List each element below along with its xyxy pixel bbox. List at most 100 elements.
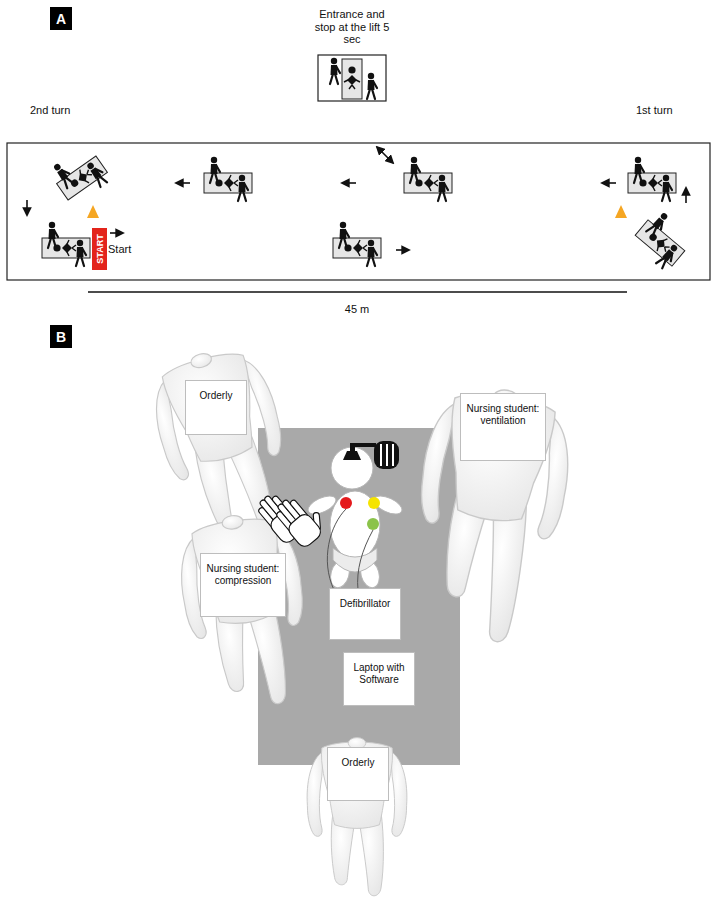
stretcher-team xyxy=(333,222,381,266)
direction-arrow xyxy=(176,182,190,184)
walker-silhouette xyxy=(367,248,377,266)
patient-icon xyxy=(348,66,355,73)
stretcher-team xyxy=(635,220,685,266)
patient-icon xyxy=(424,178,434,188)
device-tag: Defibrillator xyxy=(329,588,401,640)
dimension-label: 45 m xyxy=(345,303,369,316)
walker-silhouette xyxy=(368,240,374,246)
walker-silhouette xyxy=(663,175,669,181)
node-text: Nursing student: ventilation xyxy=(464,403,542,427)
stretcher-team xyxy=(42,222,90,266)
node-text: Orderly xyxy=(331,757,385,769)
walker-silhouette xyxy=(339,230,349,248)
node-text: Laptop with Software xyxy=(347,662,411,686)
walker-silhouette xyxy=(52,161,75,188)
walker-silhouette xyxy=(76,240,86,266)
mannequin-figure xyxy=(391,751,407,836)
ventilation-bag xyxy=(350,443,376,447)
walker-silhouette xyxy=(331,58,337,64)
walker-silhouette xyxy=(411,157,417,163)
mannequin-figure xyxy=(416,400,456,524)
patient-icon xyxy=(229,175,238,191)
patient-icon xyxy=(344,80,360,89)
direction-arrow xyxy=(685,188,687,203)
node-text: Nursing student: compression xyxy=(204,563,282,587)
hand-outline xyxy=(272,488,331,549)
node-text: Orderly xyxy=(189,390,243,402)
walker-silhouette xyxy=(635,157,641,163)
ventilation-bag xyxy=(374,441,399,469)
mannequin-figure xyxy=(438,389,556,526)
walker-silhouette xyxy=(410,165,420,183)
walker-silhouette xyxy=(439,175,445,181)
patient-icon xyxy=(429,175,438,191)
route-note: Entrance and stop at the lift 5 sec xyxy=(310,8,394,46)
stretcher-team xyxy=(47,143,112,207)
stretcher-team xyxy=(204,157,252,201)
infant-manikin xyxy=(330,491,380,559)
lift-box xyxy=(344,66,360,89)
walker-silhouette xyxy=(634,157,644,183)
lift-box xyxy=(342,59,362,99)
walker-silhouette xyxy=(211,157,217,163)
stretcher-team xyxy=(630,208,695,273)
hand-outline xyxy=(286,511,324,549)
walker-silhouette xyxy=(662,175,672,201)
lift-box xyxy=(318,55,386,101)
patient-icon xyxy=(648,178,658,188)
walker-silhouette xyxy=(49,222,55,228)
walker-silhouette xyxy=(340,222,346,228)
ventilation-bag xyxy=(386,444,388,466)
stretcher-team xyxy=(404,157,452,201)
direction-arrow xyxy=(396,249,409,251)
panel-letter: A xyxy=(50,7,72,30)
direction-arrow xyxy=(602,182,616,184)
ecg-electrode xyxy=(367,518,379,530)
patient-icon xyxy=(653,175,662,191)
mannequin-figure xyxy=(189,351,213,369)
patient-icon xyxy=(344,66,360,89)
walker-silhouette xyxy=(238,175,248,201)
walker-silhouette xyxy=(656,249,675,269)
walker-silhouette xyxy=(238,183,248,201)
patient-icon xyxy=(67,240,76,256)
walker-silhouette xyxy=(90,167,109,187)
walker-silhouette xyxy=(367,240,377,266)
direction-arrow xyxy=(377,147,393,163)
walker-silhouette xyxy=(656,243,681,269)
walker-silhouette xyxy=(368,73,374,79)
walker-silhouette xyxy=(438,183,448,201)
panel-letter: B xyxy=(50,325,72,348)
corridor-outline xyxy=(7,143,710,280)
walker-silhouette xyxy=(646,211,671,237)
ventilation-bag xyxy=(392,444,394,466)
ventilation-bag xyxy=(343,441,399,469)
walker-silhouette xyxy=(77,240,83,246)
cone-marker xyxy=(615,205,627,218)
mannequin-figure xyxy=(221,514,244,530)
ecg-wire xyxy=(327,509,346,590)
direction-arrow xyxy=(110,232,123,234)
node-text: B xyxy=(56,329,66,345)
patient-icon xyxy=(224,178,234,188)
mannequin-figure xyxy=(160,348,268,469)
node-text: Defibrillator xyxy=(333,598,397,610)
walker-silhouette xyxy=(339,222,349,248)
walker-silhouette xyxy=(48,222,58,248)
lift-box xyxy=(318,55,386,101)
walker-silhouette xyxy=(48,230,58,248)
role-tag: Orderly xyxy=(185,380,247,435)
walker-silhouette xyxy=(634,165,644,183)
walker-silhouette xyxy=(330,66,340,84)
stretcher-team xyxy=(628,157,676,201)
mannequin-figure xyxy=(307,738,407,896)
walker-silhouette xyxy=(410,157,420,183)
walker-silhouette xyxy=(210,165,220,183)
walker-silhouette xyxy=(367,81,377,99)
patient-icon xyxy=(67,166,95,192)
cone-marker xyxy=(87,205,99,218)
mannequin-figure xyxy=(142,339,305,551)
device-tag: Laptop with Software xyxy=(343,652,415,706)
ecg-wire xyxy=(358,530,373,590)
